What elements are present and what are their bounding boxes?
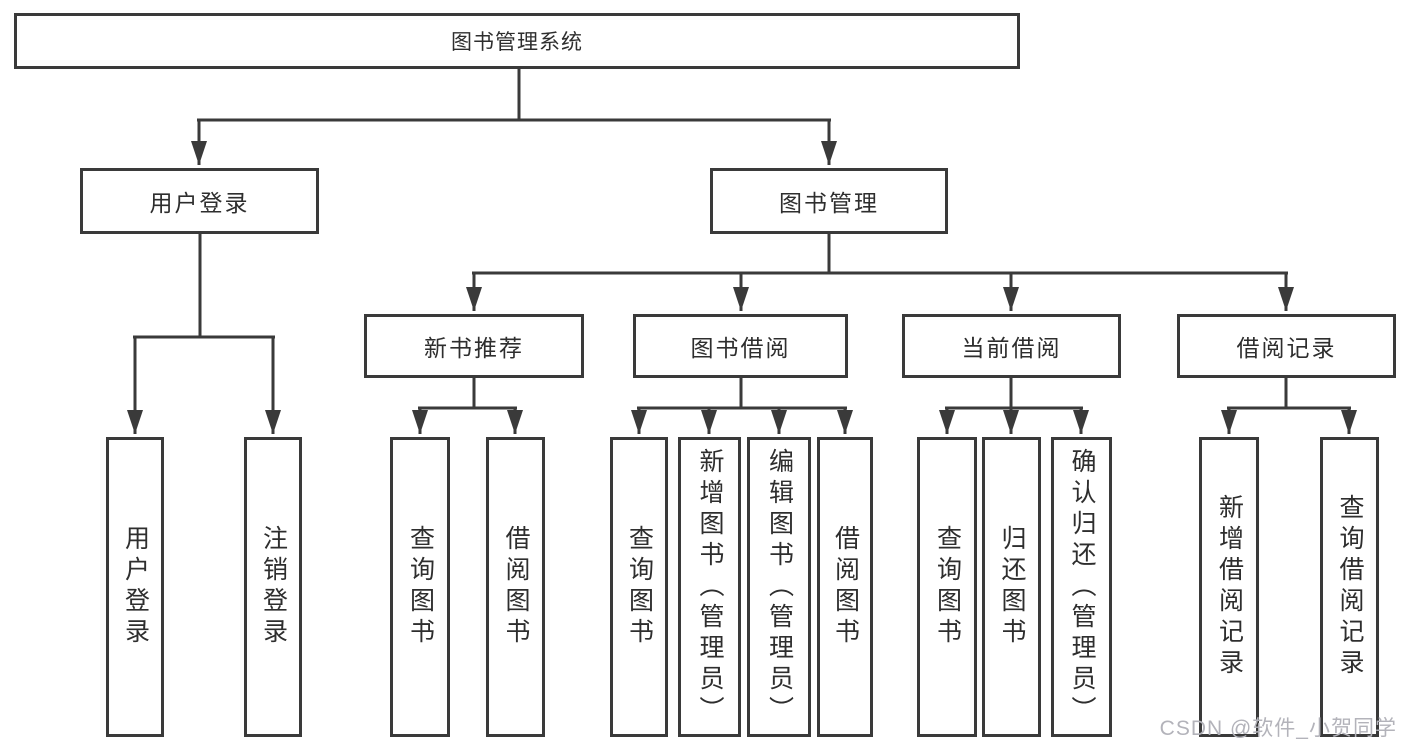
leaf-query-books-borrow: 查询图书 <box>610 437 668 737</box>
watermark: CSDN @软件_小贺同学 <box>1159 717 1397 740</box>
leaf-user-login: 用户登录 <box>106 437 164 737</box>
leaf-label: 归还图书 <box>998 525 1026 649</box>
leaf-label: 查询图书 <box>933 525 962 649</box>
leaf-label: 查询图书 <box>625 525 654 649</box>
leaf-add-book-admin: 新增图书（管理员） <box>678 437 741 737</box>
leaf-label: 借阅图书 <box>831 525 860 649</box>
node-book-management: 图书管理 <box>710 168 948 234</box>
node-current-borrow: 当前借阅 <box>902 314 1121 378</box>
leaf-query-books-recommend: 查询图书 <box>390 437 450 737</box>
node-label: 当前借阅 <box>961 335 1062 361</box>
leaf-borrow-books-recommend: 借阅图书 <box>486 437 545 737</box>
node-label: 用户登录 <box>149 190 250 216</box>
leaf-add-borrow-record: 新增借阅记录 <box>1199 437 1259 737</box>
node-book-borrow: 图书借阅 <box>633 314 848 378</box>
node-library-management-system: 图书管理系统 <box>14 13 1020 69</box>
node-label: 图书管理 <box>779 190 879 216</box>
leaf-confirm-return-admin: 确认归还（管理员） <box>1051 437 1112 737</box>
node-new-book-recommend: 新书推荐 <box>364 314 584 378</box>
leaf-query-borrow-record: 查询借阅记录 <box>1320 437 1379 737</box>
node-label: 借阅记录 <box>1236 335 1337 361</box>
leaf-return-book: 归还图书 <box>982 437 1041 737</box>
node-user-login: 用户登录 <box>80 168 319 234</box>
leaf-label: 查询借阅记录 <box>1336 494 1364 680</box>
leaf-query-books-current: 查询图书 <box>917 437 977 737</box>
leaf-label: 编辑图书（管理员） <box>765 447 794 727</box>
node-borrow-records: 借阅记录 <box>1177 314 1396 378</box>
leaf-edit-book-admin: 编辑图书（管理员） <box>747 437 811 737</box>
leaf-label: 确认归还（管理员） <box>1068 447 1096 727</box>
node-label: 新书推荐 <box>424 335 524 361</box>
leaf-borrow-books: 借阅图书 <box>817 437 873 737</box>
leaf-logout-login: 注销登录 <box>244 437 302 737</box>
leaf-label: 查询图书 <box>406 525 435 649</box>
leaf-label: 用户登录 <box>121 525 150 649</box>
leaf-label: 借阅图书 <box>502 525 530 649</box>
leaf-label: 新增借阅记录 <box>1215 494 1244 680</box>
node-label: 图书管理系统 <box>451 31 583 54</box>
leaf-label: 新增图书（管理员） <box>696 447 724 727</box>
leaf-label: 注销登录 <box>259 525 288 649</box>
node-label: 图书借阅 <box>690 335 791 361</box>
